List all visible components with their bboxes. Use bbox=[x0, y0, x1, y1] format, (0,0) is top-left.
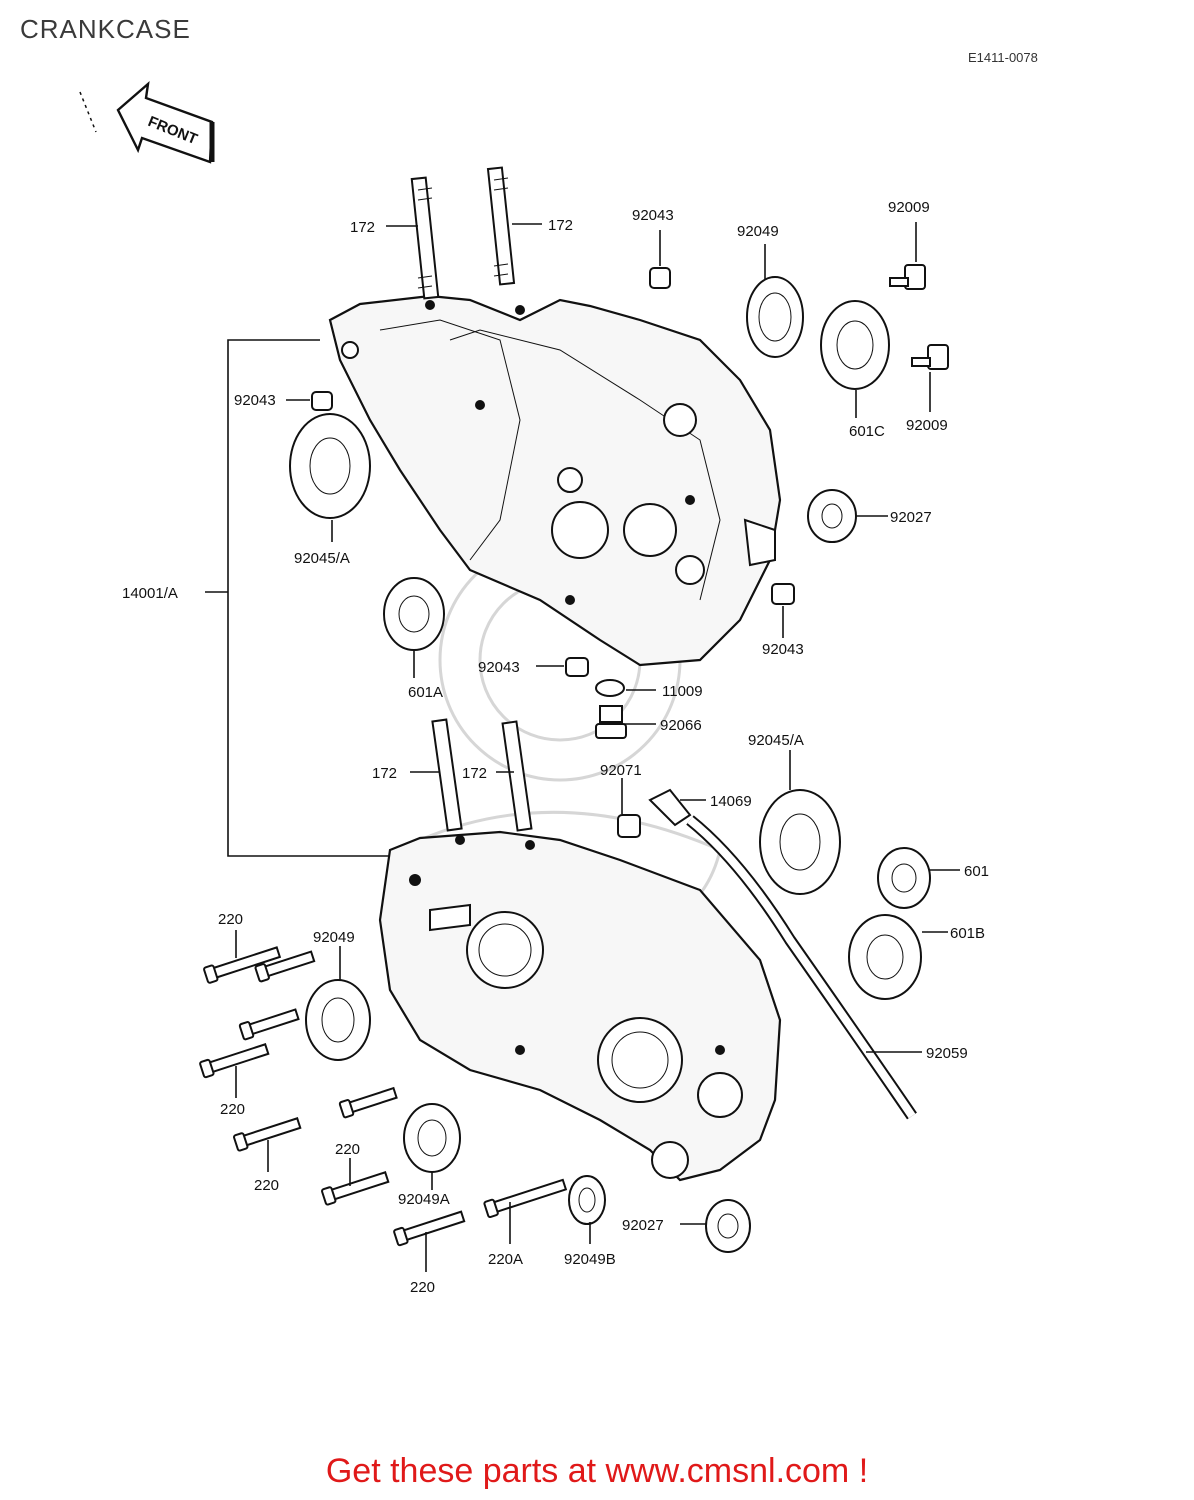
label-plug: 92066 bbox=[660, 717, 702, 734]
label-stud-ul: 172 bbox=[350, 219, 375, 236]
oil-seal-top bbox=[746, 276, 804, 358]
label-bolt-220-e: 220 bbox=[410, 1279, 435, 1296]
label-bolt-220-b: 220 bbox=[220, 1101, 245, 1118]
label-dowel-top: 92043 bbox=[632, 207, 674, 224]
label-bolt-220-a: 220 bbox=[218, 911, 243, 928]
dowel-pin-mid bbox=[565, 657, 589, 677]
bearing-left-upper bbox=[289, 413, 371, 519]
exploded-parts-diagram: FRONT bbox=[79, 80, 989, 1296]
label-bearing-601b: 601B bbox=[950, 925, 985, 942]
footer-parts-link[interactable]: Get these parts at www.cmsnl.com ! bbox=[325, 1452, 869, 1490]
front-direction-arrow: FRONT bbox=[79, 80, 215, 164]
label-bearing-left: 92045/A bbox=[294, 550, 350, 567]
bearing-601c bbox=[820, 300, 890, 390]
bolts-220-group bbox=[199, 946, 568, 1247]
label-bearing-601: 601 bbox=[964, 863, 989, 880]
oil-seal-lower-left bbox=[305, 979, 371, 1061]
oil-seal-92027-top bbox=[807, 489, 857, 543]
label-dowel-mid: 92043 bbox=[478, 659, 520, 676]
label-bearing-601a: 601A bbox=[408, 684, 443, 701]
bearing-601b bbox=[848, 914, 922, 1000]
nozzle-92071 bbox=[617, 814, 641, 838]
label-dowel-left: 92043 bbox=[234, 392, 276, 409]
diagram-code: E1411-0078 bbox=[968, 50, 1038, 65]
label-bolt-220-d: 220 bbox=[254, 1177, 279, 1194]
label-seal-top: 92049 bbox=[737, 223, 779, 240]
label-bearing-lower: 92045/A bbox=[748, 732, 804, 749]
washer-11009 bbox=[595, 679, 625, 697]
upper-crankcase-half bbox=[328, 294, 782, 667]
label-seal-lower-left: 92049 bbox=[313, 929, 355, 946]
label-bolt-top: 92009 bbox=[888, 199, 930, 216]
label-dowel-right: 92043 bbox=[762, 641, 804, 658]
part-number-labels: 172 172 92043 92049 92009 92043 601C 920… bbox=[122, 199, 989, 1296]
lower-crankcase-half bbox=[378, 830, 782, 1182]
label-nozzle: 92071 bbox=[600, 762, 642, 779]
label-stud-ur: 172 bbox=[548, 217, 573, 234]
page-title: CRANKCASE bbox=[20, 14, 191, 44]
dowel-pin-left bbox=[311, 391, 333, 411]
oil-seal-92027-bottom bbox=[705, 1199, 751, 1253]
label-seal-92049b: 92049B bbox=[564, 1251, 616, 1268]
label-stud-lr: 172 bbox=[462, 765, 487, 782]
label-seal-92027-top: 92027 bbox=[890, 509, 932, 526]
stud-upper-left bbox=[410, 176, 440, 300]
label-bearing-601c: 601C bbox=[849, 423, 885, 440]
label-bolt-220a: 220A bbox=[488, 1251, 523, 1268]
label-case-assy: 14001/A bbox=[122, 585, 178, 602]
label-seal-92027-bottom: 92027 bbox=[622, 1217, 664, 1234]
bearing-lower-92045a bbox=[759, 789, 841, 895]
oil-seal-92049b bbox=[568, 1175, 606, 1225]
leader-lines bbox=[235, 222, 960, 1272]
bolt-92009-top bbox=[889, 264, 926, 290]
drain-plug-92066 bbox=[595, 705, 627, 739]
label-hose: 92059 bbox=[926, 1045, 968, 1062]
label-bolt-220-c: 220 bbox=[335, 1141, 360, 1158]
dowel-pin-right bbox=[771, 583, 795, 605]
bearing-601a bbox=[383, 577, 445, 651]
stud-upper-right bbox=[486, 166, 516, 286]
label-stud-ll: 172 bbox=[372, 765, 397, 782]
fitting-14069 bbox=[648, 788, 692, 827]
label-bolt-right: 92009 bbox=[906, 417, 948, 434]
label-washer: 11009 bbox=[662, 683, 703, 700]
case-assy-bracket bbox=[227, 339, 390, 857]
bearing-601 bbox=[877, 847, 931, 909]
stud-lower-right bbox=[501, 720, 533, 832]
dowel-pin-top bbox=[649, 267, 671, 289]
label-fitting: 14069 bbox=[710, 793, 752, 810]
bolt-92009-right bbox=[911, 344, 949, 370]
label-seal-92049a: 92049A bbox=[398, 1191, 450, 1208]
stud-lower-left bbox=[431, 718, 463, 832]
oil-seal-92049a bbox=[403, 1103, 461, 1173]
